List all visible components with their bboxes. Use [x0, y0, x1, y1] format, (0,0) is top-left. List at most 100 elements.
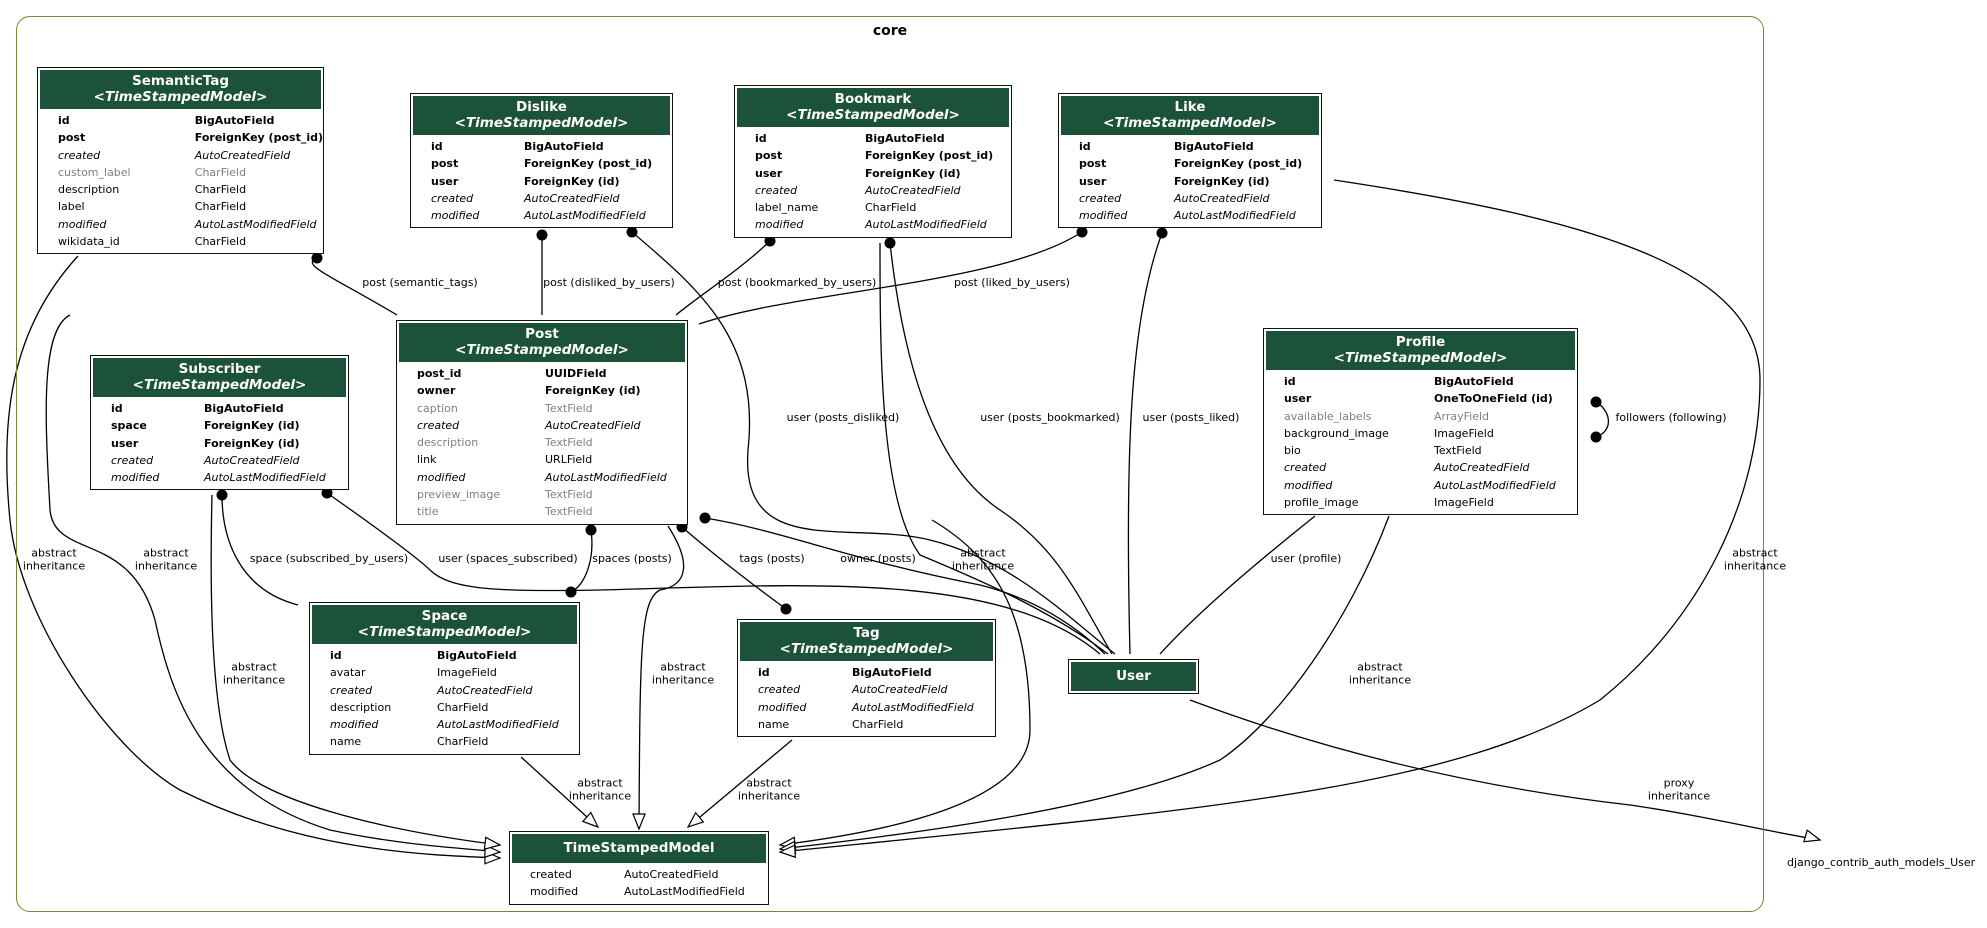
field-name: created	[330, 683, 373, 697]
model-name: Bookmark	[834, 91, 912, 107]
cluster-title: core	[872, 23, 908, 39]
field-type: CharField	[437, 700, 489, 714]
edge-label-user-spaces-subscribed: user (spaces_subscribed)	[438, 551, 578, 565]
field-name: background_image	[1284, 426, 1389, 440]
inheritance-arrowhead	[686, 811, 705, 829]
field-name: user	[1284, 392, 1312, 406]
model-base-class: <TimeStampedModel>	[455, 342, 629, 358]
edge-user-posts-bookmarked-2	[879, 242, 1109, 655]
edge-proxy-user	[1189, 699, 1821, 841]
field-type: AutoLastModifiedField	[865, 218, 987, 232]
edge-user-posts-liked	[1127, 232, 1163, 655]
edge-label-abstract-inheritance: abstract inheritance	[22, 546, 86, 572]
field-name: modified	[330, 718, 379, 732]
field-name: post_id	[417, 367, 462, 380]
field-name: label_name	[755, 201, 819, 215]
edge-endpoint-dot	[216, 489, 228, 501]
field-name: created	[58, 148, 101, 162]
model-header: User	[1070, 661, 1197, 692]
edge-endpoint-dot	[1156, 227, 1168, 239]
field-type: CharField	[194, 165, 247, 179]
field-type: BigAutoField	[1434, 375, 1514, 388]
edge-endpoint-dot	[311, 252, 323, 264]
field-type: AutoCreatedField	[1174, 191, 1270, 205]
field-type: ImageField	[437, 666, 497, 680]
field-name: description	[417, 436, 479, 450]
field-name: wikidata_id	[58, 235, 120, 249]
model-base-class: <TimeStampedModel>	[1103, 115, 1277, 131]
field-type: ForeignKey (post_id)	[524, 157, 653, 171]
edge-label-abstract-inheritance: abstract inheritance	[951, 546, 1015, 572]
edge-label-owner-posts: owner (posts)	[840, 551, 916, 565]
edge-label-space-subscribed-by-users: space (subscribed_by_users)	[249, 551, 409, 565]
edge-label-abstract-inheritance: abstract inheritance	[222, 660, 286, 686]
field-type: AutoLastModifiedField	[194, 217, 317, 231]
field-name: modified	[58, 217, 107, 231]
field-type: TextField	[545, 488, 593, 502]
edge-user-spaces-subscribed	[326, 492, 1101, 655]
field-type: TextField	[1434, 444, 1482, 458]
edge-inherit-semantictag	[6, 255, 501, 859]
field-type: ForeignKey (post_id)	[865, 149, 994, 163]
model-user[interactable]: User	[1068, 659, 1199, 694]
model-name: TimeStampedModel	[563, 840, 715, 856]
external-node-auth-user[interactable]: django_contrib_auth_models_User	[1787, 856, 1976, 869]
edge-label-spaces-posts: spaces (posts)	[592, 551, 672, 565]
field-type: AutoCreatedField	[1434, 461, 1530, 475]
edge-inherit-profile	[779, 515, 1390, 850]
field-type: BigAutoField	[204, 402, 284, 415]
field-type: CharField	[437, 735, 489, 749]
edge-space-subscribed-by-users	[221, 494, 299, 606]
field-name: created	[417, 418, 460, 432]
field-type: AutoCreatedField	[437, 683, 533, 697]
model-base-class: <TimeStampedModel>	[786, 107, 960, 123]
field-name: user	[755, 166, 783, 180]
model-header: SemanticTag<TimeStampedModel>	[39, 69, 322, 110]
edge-inherit-space	[520, 756, 599, 828]
edge-label-tags-posts: tags (posts)	[739, 551, 805, 565]
field-row: background_image ImageField	[1264, 425, 1556, 442]
model-base-class: <TimeStampedModel>	[93, 89, 268, 105]
edge-label-abstract-inheritance: abstract inheritance	[737, 776, 801, 802]
edge-endpoint-dot	[585, 524, 597, 536]
field-type: AutoCreatedField	[194, 148, 291, 162]
model-header: Bookmark<TimeStampedModel>	[736, 87, 1010, 128]
field-name: label	[58, 200, 85, 214]
field-name: id	[755, 132, 767, 145]
field-type: ForeignKey (id)	[1174, 174, 1270, 188]
field-name: created	[530, 868, 572, 881]
field-type: ImageField	[1434, 426, 1494, 440]
edge-label-user-posts-bookmarked: user (posts_bookmarked)	[980, 410, 1120, 424]
field-name: name	[758, 717, 790, 731]
